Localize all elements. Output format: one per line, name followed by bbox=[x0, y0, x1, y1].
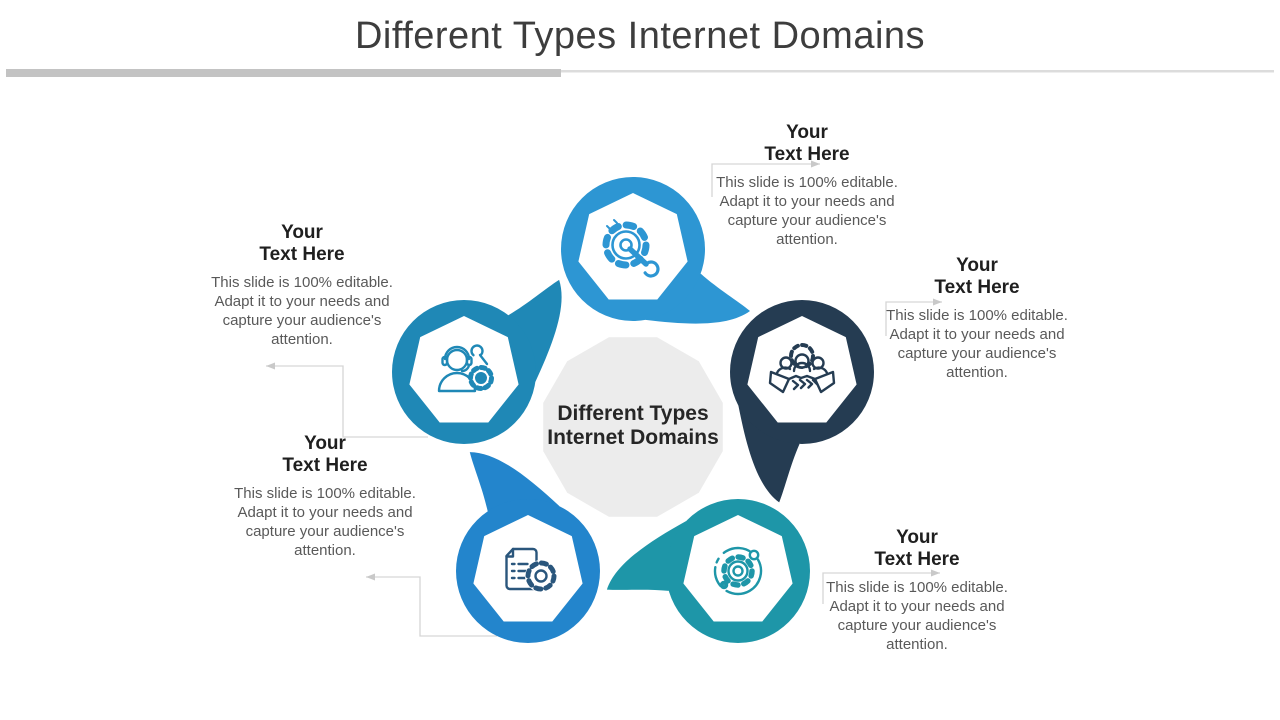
leader-bottom-left bbox=[366, 573, 497, 637]
text-block-left: Your Text Here This slide is 100% editab… bbox=[206, 222, 398, 349]
document-gear-icon bbox=[505, 547, 557, 592]
petal-bottom-left bbox=[456, 452, 600, 643]
petal-left bbox=[392, 279, 562, 444]
title-underline-thin bbox=[561, 70, 1274, 73]
petal-top bbox=[561, 177, 750, 324]
text-block-top: Your Text Here This slide is 100% editab… bbox=[711, 122, 903, 249]
text-block-left-heading: Your Text Here bbox=[259, 222, 345, 265]
text-block-top-body: This slide is 100% editable. Adapt it to… bbox=[716, 174, 898, 248]
support-agent-icon bbox=[437, 344, 494, 393]
slide-title: Different Types Internet Domains bbox=[354, 15, 926, 57]
text-block-left-body: This slide is 100% editable. Adapt it to… bbox=[211, 274, 393, 348]
text-block-bottom-left: Your Text Here This slide is 100% editab… bbox=[229, 433, 421, 560]
petal-bottom-right bbox=[606, 499, 810, 643]
text-block-bottom-left-heading: Your Text Here bbox=[282, 433, 368, 476]
text-block-bottom-right-heading: Your Text Here bbox=[874, 527, 960, 570]
title-underline-thick bbox=[6, 69, 561, 77]
center-label: Different Types Internet Domains bbox=[528, 402, 738, 450]
center-decagon bbox=[543, 337, 723, 517]
leader-top bbox=[711, 160, 820, 197]
text-block-bottom-right-body: This slide is 100% editable. Adapt it to… bbox=[826, 579, 1008, 653]
leader-lines bbox=[266, 160, 942, 637]
petal-left-hole bbox=[409, 316, 519, 423]
leader-bottom-right bbox=[822, 569, 940, 604]
orbit-gear-icon bbox=[713, 546, 763, 596]
text-block-bottom-left-body: This slide is 100% editable. Adapt it to… bbox=[234, 485, 416, 559]
text-block-top-heading: Your Text Here bbox=[764, 122, 850, 165]
text-block-right-heading: Your Text Here bbox=[934, 255, 1020, 298]
center-label-line1: Different Types bbox=[557, 402, 709, 425]
center-label-line2: Internet Domains bbox=[547, 426, 719, 449]
text-block-bottom-right: Your Text Here This slide is 100% editab… bbox=[821, 527, 1013, 654]
petal-right-tail bbox=[738, 405, 800, 503]
text-block-right-body: This slide is 100% editable. Adapt it to… bbox=[886, 307, 1068, 381]
handshake-icon bbox=[768, 343, 836, 394]
petal-top-tail bbox=[645, 273, 750, 324]
gear-wrench-icon bbox=[602, 219, 660, 278]
leader-left bbox=[266, 362, 428, 438]
petal-left-tail bbox=[508, 279, 562, 383]
leader-right bbox=[885, 298, 942, 336]
petal-top-hole bbox=[578, 193, 688, 300]
petal-bottom-right-hole bbox=[683, 515, 793, 622]
petal-right-hole bbox=[747, 316, 857, 423]
petal-bottom-left-tail bbox=[469, 452, 560, 512]
petal-right bbox=[730, 300, 874, 503]
text-block-right: Your Text Here This slide is 100% editab… bbox=[881, 255, 1073, 382]
